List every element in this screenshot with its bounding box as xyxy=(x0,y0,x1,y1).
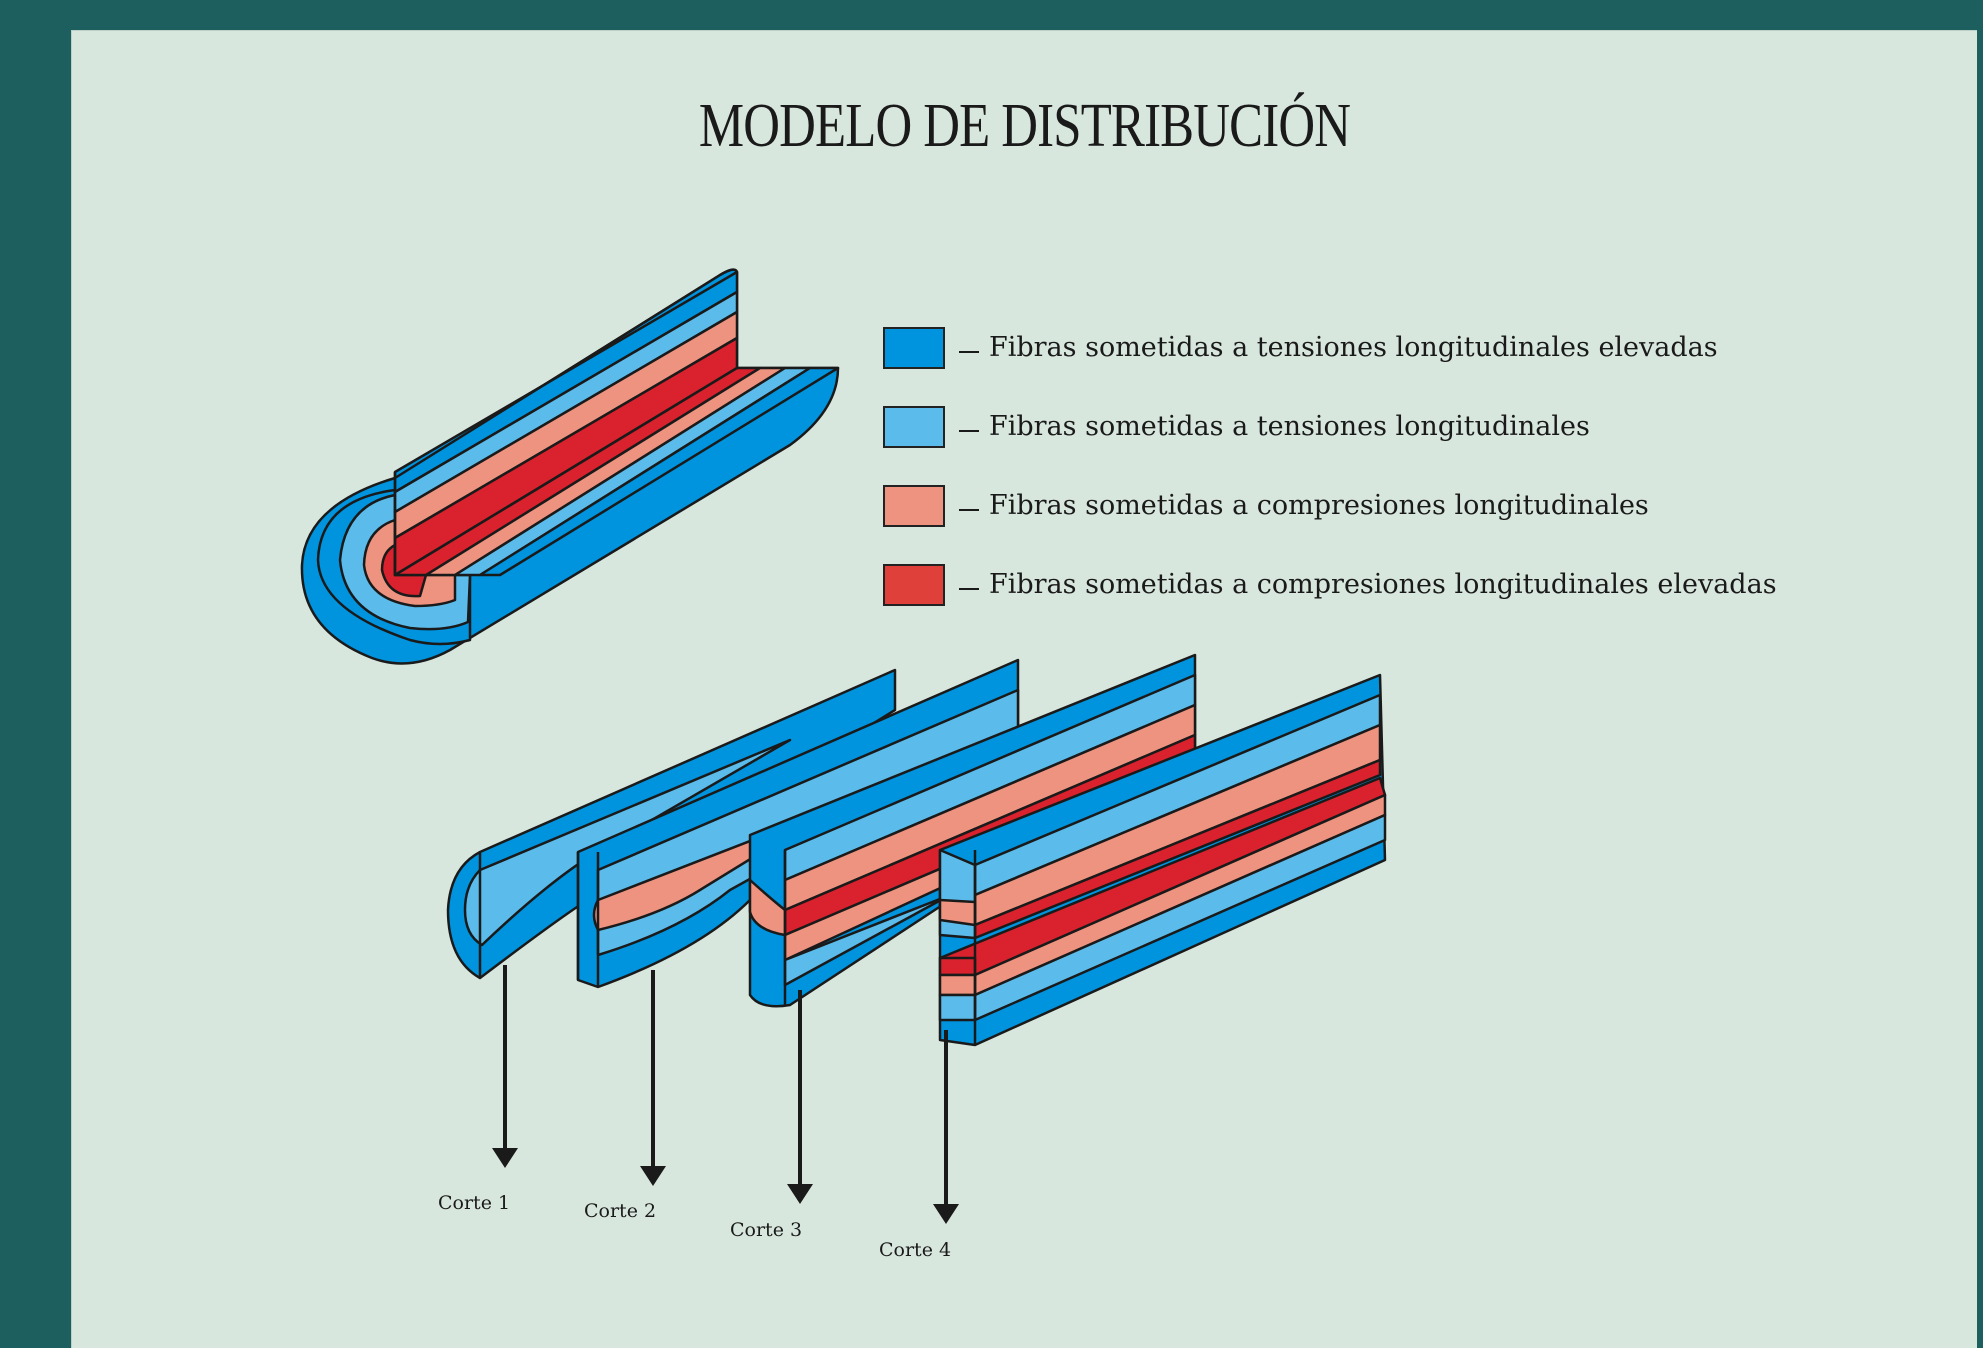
legend-dash xyxy=(959,429,979,432)
legend-dash xyxy=(959,350,979,353)
legend-swatch-compression xyxy=(883,484,945,527)
legend-item-tension: Fibras sometidas a tensiones longitudina… xyxy=(883,387,1777,466)
legend-dash xyxy=(959,508,979,511)
cut-label-3: Corte 3 xyxy=(730,1219,803,1241)
arrowhead-corte-1 xyxy=(492,1148,518,1168)
diagram-panel: MODELO DE DISTRIBUCIÓN Fibras sometidas … xyxy=(71,30,1977,1348)
legend-item-compression-high: Fibras sometidas a compresiones longitud… xyxy=(883,545,1777,624)
legend: Fibras sometidas a tensiones longitudina… xyxy=(883,308,1777,624)
arrowhead-corte-2 xyxy=(640,1166,666,1186)
cut-label-1: Corte 1 xyxy=(438,1192,511,1214)
segment-corte-4 xyxy=(938,673,1387,1047)
cut-label-4: Corte 4 xyxy=(879,1239,952,1261)
legend-swatch-tension-high xyxy=(883,326,945,369)
legend-swatch-compression-high xyxy=(883,563,945,606)
legend-label-compression: Fibras sometidas a compresiones longitud… xyxy=(989,490,1649,521)
legend-dash xyxy=(959,587,979,590)
arrowhead-corte-4 xyxy=(933,1204,959,1224)
cylinder-model xyxy=(300,268,840,665)
cut-arrows xyxy=(492,965,959,1224)
cut-label-2: Corte 2 xyxy=(584,1200,657,1222)
legend-item-compression: Fibras sometidas a compresiones longitud… xyxy=(883,466,1777,545)
legend-item-tension-high: Fibras sometidas a tensiones longitudina… xyxy=(883,308,1777,387)
legend-label-compression-high: Fibras sometidas a compresiones longitud… xyxy=(989,569,1777,600)
page-title: MODELO DE DISTRIBUCIÓN xyxy=(698,92,1351,160)
arrowhead-corte-3 xyxy=(787,1184,813,1204)
legend-swatch-tension xyxy=(883,405,945,448)
legend-label-tension: Fibras sometidas a tensiones longitudina… xyxy=(989,411,1590,442)
legend-label-tension-high: Fibras sometidas a tensiones longitudina… xyxy=(989,332,1718,363)
